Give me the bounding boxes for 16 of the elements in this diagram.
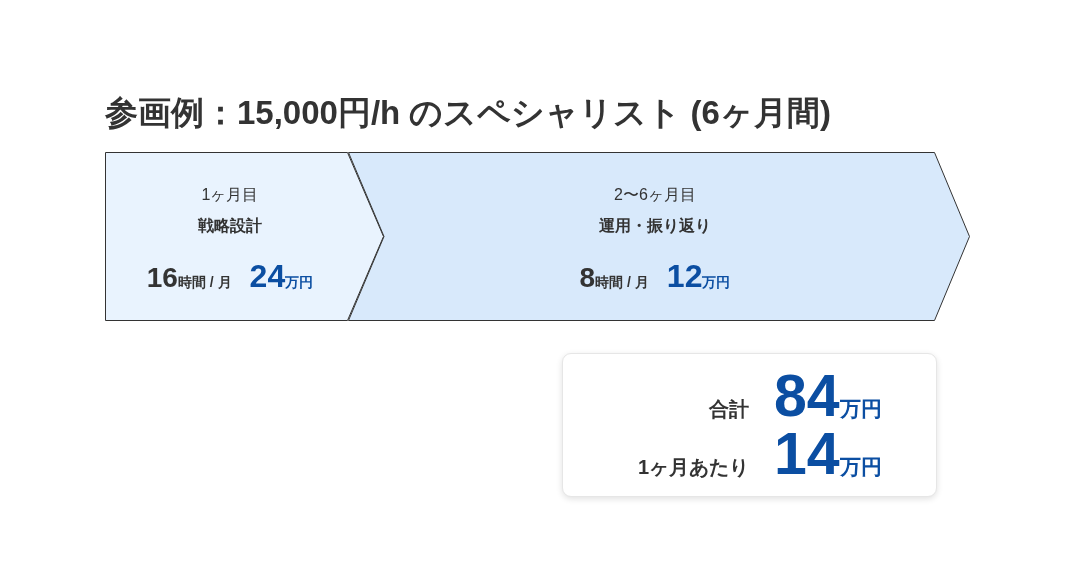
per-month-label: 1ヶ月あたり <box>637 455 749 480</box>
per-month-price: 14万円 <box>774 428 882 480</box>
step-period: 2〜6ヶ月目 <box>614 185 696 205</box>
hours-per-month: 8時間 / 月 <box>579 262 649 294</box>
total-label: 合計 <box>709 397 749 422</box>
chevron-step <box>105 152 384 321</box>
summary-card <box>562 353 937 497</box>
step-title: 運用・振り返り <box>599 216 711 236</box>
title: 参画例：15,000円/h のスペシャリスト (6ヶ月間) <box>105 93 831 133</box>
price-value: 24万円 <box>249 258 314 295</box>
step-period: 1ヶ月目 <box>201 185 259 205</box>
hours-per-month: 16時間 / 月 <box>146 262 232 294</box>
total-price: 84万円 <box>774 370 882 422</box>
price-value: 12万円 <box>666 258 731 295</box>
step-title: 戦略設計 <box>198 216 262 236</box>
chevron-step <box>348 152 970 321</box>
